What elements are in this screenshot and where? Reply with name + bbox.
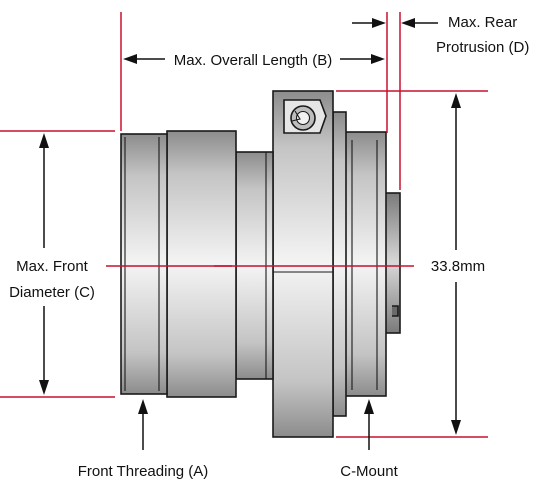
front-threading-arrow: [138, 399, 148, 414]
front-diameter-arrow-bottom: [39, 380, 49, 395]
locking-screw-icon: [283, 99, 327, 134]
front-diameter-label-line2: Diameter (C): [9, 284, 95, 301]
c-mount-arrow: [364, 399, 374, 414]
rear-protrusion-arrow-left: [372, 18, 386, 28]
front-threading-label: Front Threading (A): [78, 463, 209, 480]
c-mount-label: C-Mount: [340, 463, 398, 480]
lens-body: [120, 90, 401, 438]
rear-protrusion-notch: [392, 305, 399, 317]
extension-lines: [0, 12, 488, 438]
rear-protrusion-label-line2: Protrusion (D): [436, 39, 529, 56]
height-value-label: 33.8mm: [431, 258, 485, 275]
rear-protrusion-label-line1: Max. Rear: [448, 14, 517, 31]
dimension-labels: Max. Rear Protrusion (D) Max. Overall Le…: [9, 14, 529, 480]
front-barrel: [166, 130, 237, 398]
mount-collar: [332, 111, 347, 417]
overall-length-arrow-right: [371, 54, 385, 64]
front-threading-ring: [120, 133, 168, 395]
height-arrow-bottom: [451, 420, 461, 435]
front-diameter-arrow-top: [39, 133, 49, 148]
height-arrow-top: [451, 93, 461, 108]
front-diameter-label-line1: Max. Front: [16, 258, 89, 275]
overall-length-label: Max. Overall Length (B): [174, 52, 332, 69]
focus-housing: [272, 90, 334, 438]
c-mount-ring: [342, 131, 387, 397]
dimension-arrows: [39, 18, 461, 450]
rear-protrusion-arrow-right: [401, 18, 415, 28]
overall-length-arrow-left: [123, 54, 137, 64]
